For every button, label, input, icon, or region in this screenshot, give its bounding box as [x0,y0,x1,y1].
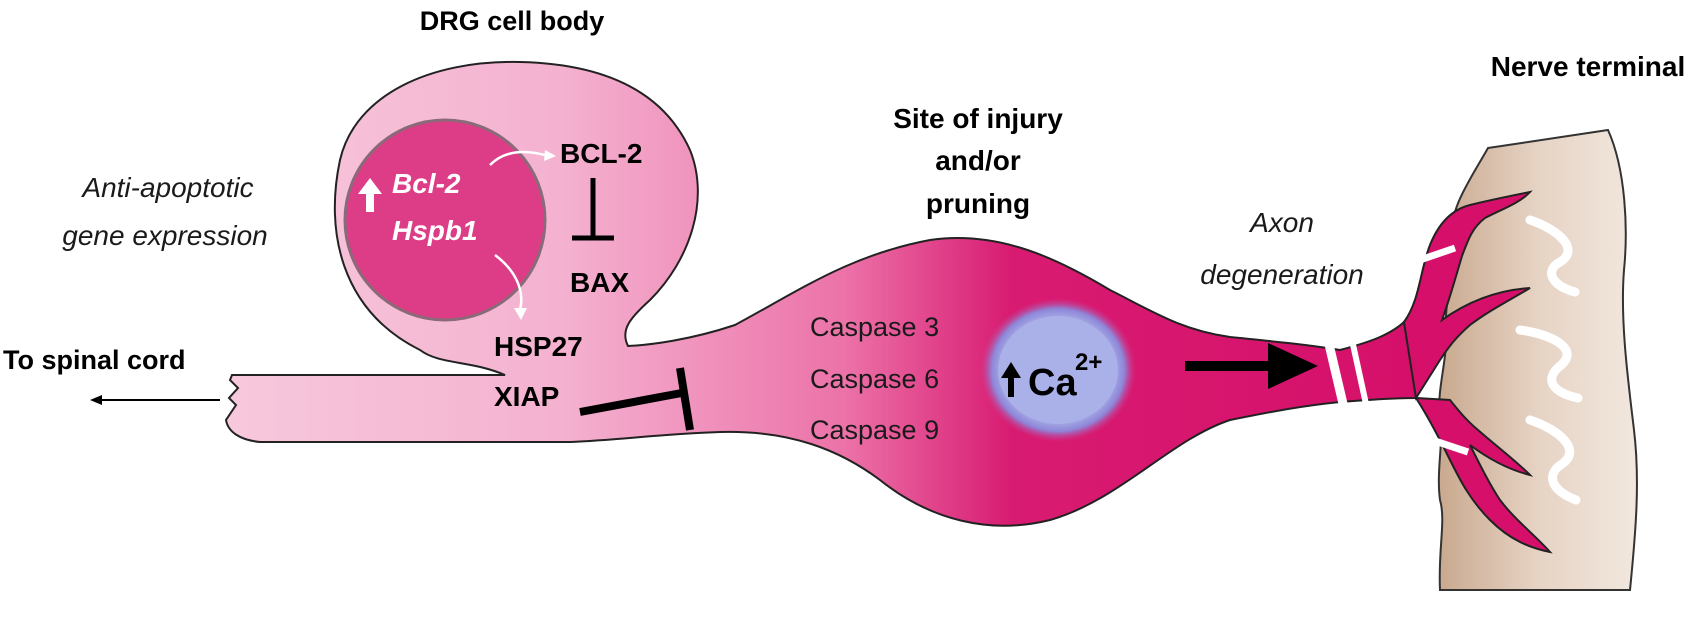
terminal-fold-1 [1525,215,1580,297]
calcium-charge-label: 2+ [1075,349,1102,376]
caspase3-label: Caspase 3 [810,312,939,342]
terminal-fold-2 [1515,325,1583,403]
calcium-up-icon [1001,362,1021,378]
axon-break-1 [1323,338,1349,410]
gene-hspb1-label: Hspb1 [392,215,478,246]
injury-label-2: and/or [935,145,1021,176]
anti-apoptotic-label-1: Anti-apoptotic [80,172,253,203]
gene-upregulation-shaft [366,192,374,212]
spinal-cord-label: To spinal cord [3,345,186,375]
terminal-fold-3 [1525,415,1581,505]
spinal-cord-arrow-head [90,395,102,405]
cell-body-title: DRG cell body [420,6,605,36]
axon-break-2 [1349,339,1369,405]
injury-label-3: pruning [926,188,1030,219]
axon-degeneration-label-2: degeneration [1200,259,1363,290]
nerve-terminal-title: Nerve terminal [1491,51,1686,82]
axon-degeneration-label-1: Axon [1248,207,1314,238]
hsp27-arrow-head [514,308,527,320]
gene-bcl2-label: Bcl-2 [392,168,461,199]
bax-label: BAX [570,267,629,298]
gene-upregulation-icon [358,178,382,194]
injury-label-1: Site of injury [893,103,1063,134]
bcl2-arrow [489,150,546,166]
hsp27-label: HSP27 [494,331,583,362]
calcium-core [998,316,1118,424]
bcl2-protein-label: BCL-2 [560,138,642,169]
calcium-label: Ca [1028,362,1077,404]
terminal-branch-lower [1414,396,1553,554]
xiap-inhibit-bar [676,367,694,431]
anti-apoptotic-label-2: gene expression [62,220,267,251]
nerve-terminal-tissue [1437,128,1638,591]
axon-break-3 [1418,244,1457,264]
terminal-branch-upper [1402,190,1533,401]
degeneration-arrow-shaft [1185,361,1270,371]
xiap-label: XIAP [494,381,559,412]
bcl2-arrow-head [544,150,556,161]
caspase9-label: Caspase 9 [810,415,939,445]
calcium-up-shaft [1008,375,1014,397]
degeneration-arrow-head [1268,343,1318,389]
nucleus [343,118,547,322]
xiap-inhibit-stem [579,388,688,416]
hsp27-arrow [494,254,523,311]
axon-break-4 [1430,436,1470,456]
caspase6-label: Caspase 6 [810,364,939,394]
